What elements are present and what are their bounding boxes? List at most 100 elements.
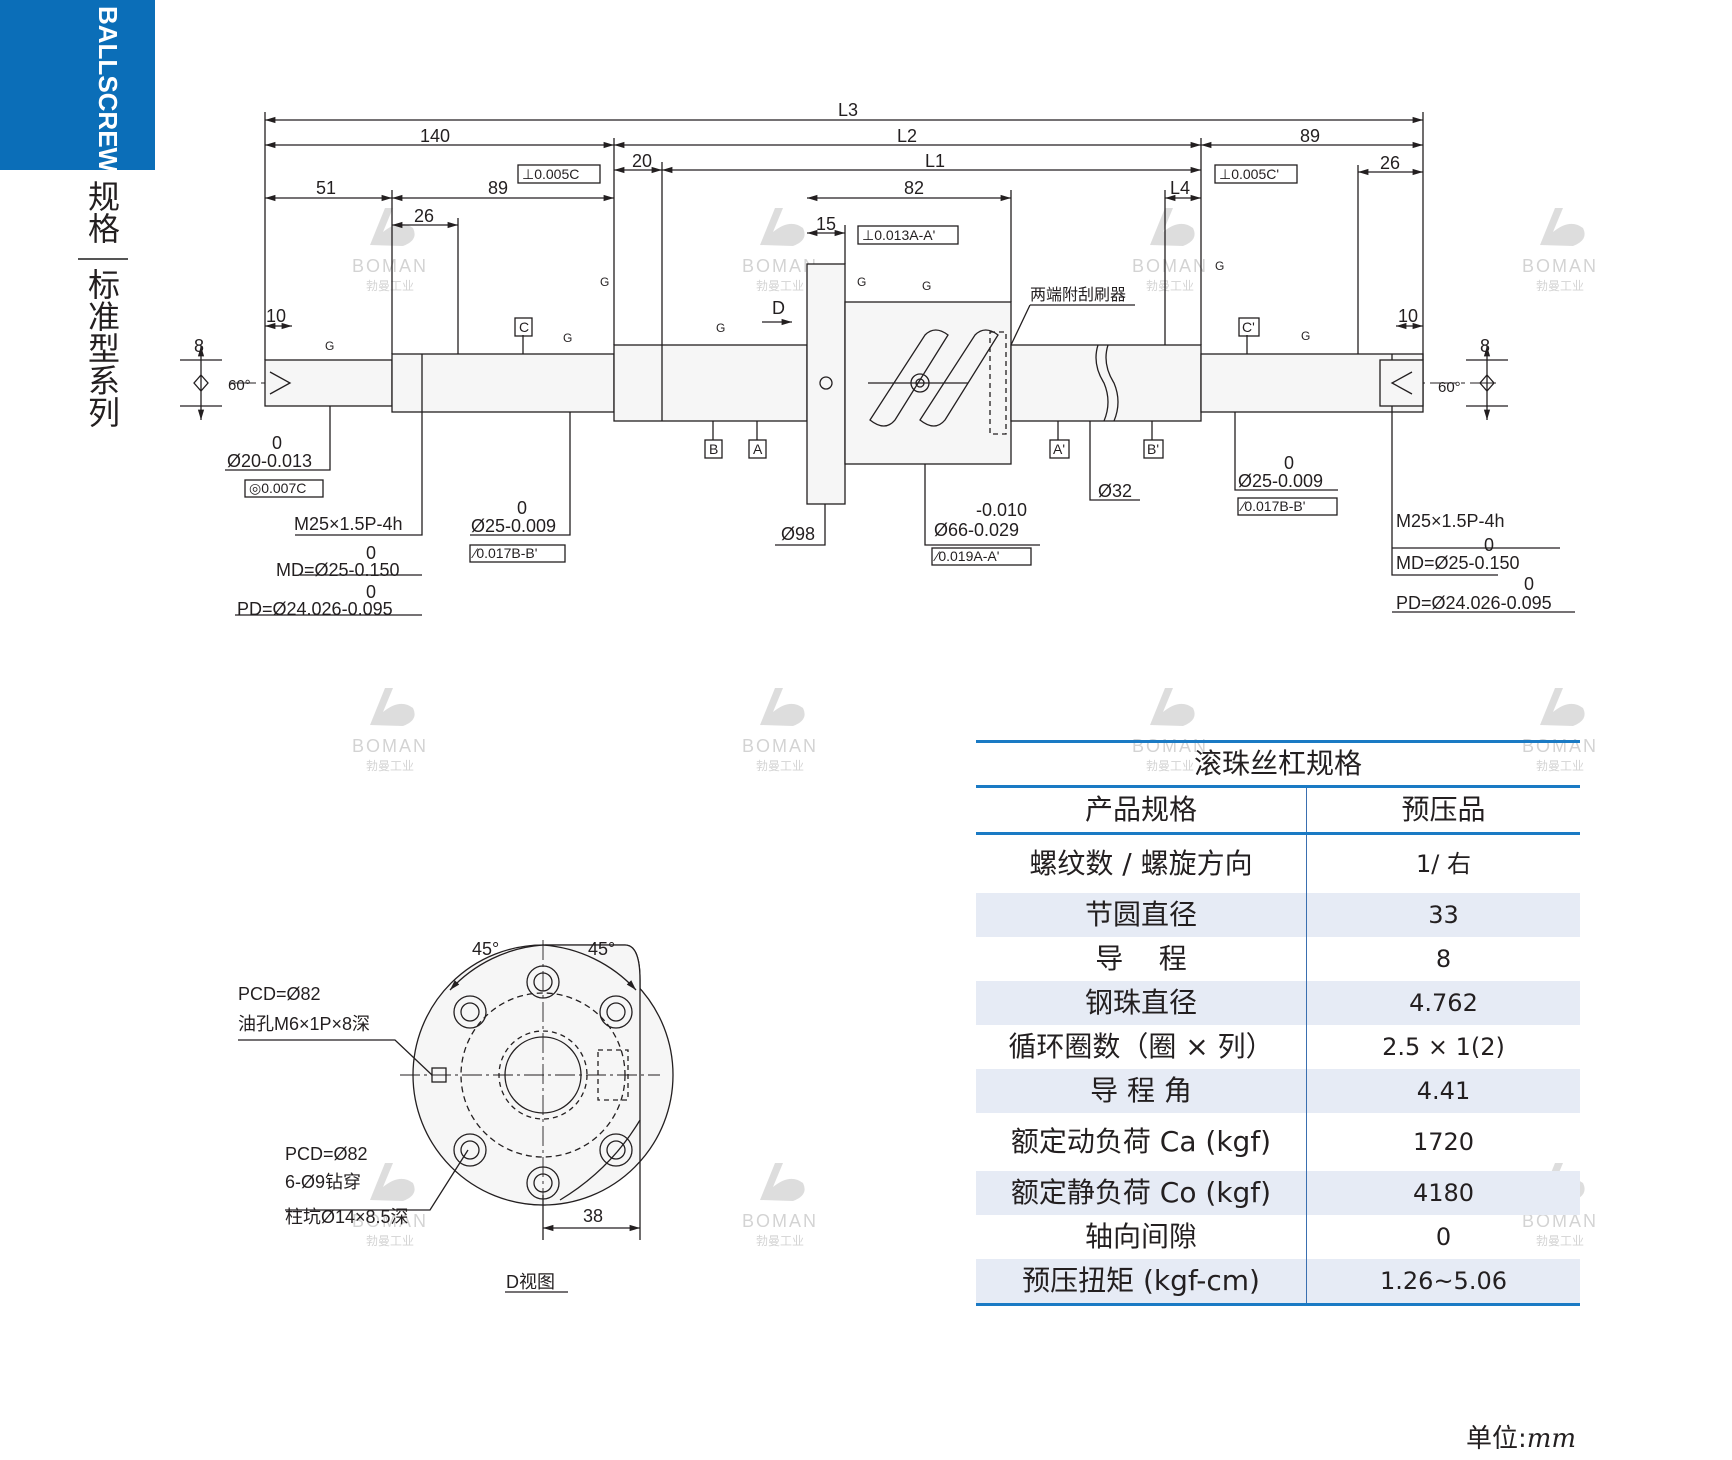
shaft-dia: Ø32 — [1098, 481, 1132, 501]
left-md: MD=Ø25-0.150 — [276, 560, 400, 580]
surface-g: G — [1215, 259, 1224, 273]
dim-82: 82 — [904, 178, 924, 198]
surface-g: G — [922, 279, 931, 293]
flange-dia: Ø98 — [781, 524, 815, 544]
angle-right: 60° — [1438, 379, 1461, 396]
bearing-right-dia: Ø25-0.009 — [1238, 471, 1323, 491]
surface-g: G — [857, 275, 866, 289]
dview-caption: D视图 — [506, 1272, 555, 1292]
boman-logo-icon — [1540, 688, 1585, 726]
surface-g: G — [600, 275, 609, 289]
surface-g: G — [563, 331, 572, 345]
table-row: 钢珠直径 4.762 — [976, 981, 1580, 1025]
right-md: MD=Ø25-0.150 — [1396, 553, 1520, 573]
left-pd-tol: 0 — [366, 582, 376, 602]
unit-label: 单位:mm — [1466, 1424, 1577, 1454]
boman-logo-icon — [760, 208, 805, 246]
dview-counterbore: 柱坑Ø14×8.5深 — [285, 1207, 409, 1227]
nut-tol: -0.010 — [976, 500, 1027, 520]
left-thread: M25×1.5P-4h — [294, 514, 403, 534]
datum-a-prime: A' — [1053, 441, 1065, 457]
datum-b-prime: B' — [1147, 441, 1159, 457]
sidebar-title-top: 规格 — [83, 180, 121, 244]
spec-table: 滚珠丝杠规格 产品规格 预压品 螺纹数 / 螺旋方向 1/ 右 节圆直径 33 … — [976, 740, 1580, 1306]
datum-c: C — [519, 319, 529, 335]
dview-dim-38: 38 — [583, 1206, 603, 1226]
table-row: 预压扭矩 (kgf-cm) 1.26~5.06 — [976, 1259, 1580, 1306]
dim-26-right: 26 — [1380, 153, 1400, 173]
dim-51: 51 — [316, 178, 336, 198]
datum-a: A — [753, 441, 763, 457]
left-md-tol: 0 — [366, 543, 376, 563]
table-row: 额定静负荷 Co (kgf) 4180 — [976, 1171, 1580, 1215]
surface-g: G — [325, 339, 334, 353]
gtol-perp-c: ⊥0.005C — [522, 166, 579, 182]
right-thread: M25×1.5P-4h — [1396, 511, 1505, 531]
category-code: BALLSCREWS — [93, 6, 123, 190]
view-d-marker: D — [772, 298, 785, 318]
wiper-note: 两端附刮刷器 — [1030, 286, 1126, 304]
right-pd: PD=Ø24.026-0.095 — [1396, 593, 1552, 613]
dim-8-left: 8 — [194, 336, 204, 356]
bearing-left-dia: Ø25-0.009 — [471, 516, 556, 536]
gtol-runout-bb-left: ⁄0.017B-B' — [471, 545, 537, 561]
dview-pcd-2: PCD=Ø82 — [285, 1144, 368, 1164]
surface-g: G — [1301, 329, 1310, 343]
left-end-dia: Ø20-0.013 — [227, 451, 312, 471]
dim-l1: L1 — [925, 151, 945, 171]
dview-oil-hole: 油孔M6×1P×8深 — [238, 1014, 370, 1034]
table-row: 额定动负荷 Ca (kgf) 1720 — [976, 1113, 1580, 1171]
gtol-conc-c: ◎0.007C — [249, 480, 306, 496]
left-end-tol: 0 — [272, 433, 282, 453]
boman-logo-icon — [1540, 208, 1585, 246]
boman-logo-icon — [370, 1163, 415, 1201]
datum-c-prime: C' — [1242, 319, 1255, 335]
dim-20: 20 — [632, 151, 652, 171]
angle-left: 60° — [228, 377, 251, 394]
dim-l2: L2 — [897, 126, 917, 146]
dim-140: 140 — [420, 126, 450, 146]
bearing-left-tol: 0 — [517, 498, 527, 518]
dim-26-left: 26 — [414, 206, 434, 226]
boman-logo-icon — [760, 1163, 805, 1201]
spec-table-header: 产品规格 预压品 — [976, 788, 1580, 835]
dview-pcd-1: PCD=Ø82 — [238, 984, 321, 1004]
table-row: 循环圈数（圈 × 列） 2.5 × 1(2) — [976, 1025, 1580, 1069]
table-row: 导 程 8 — [976, 937, 1580, 981]
dim-15: 15 — [816, 214, 836, 234]
dview-angle-1: 45° — [472, 939, 499, 959]
sidebar-banner — [0, 0, 155, 170]
dview-holes: 6-Ø9钻穿 — [285, 1172, 361, 1192]
nut-dia: Ø66-0.029 — [934, 520, 1019, 540]
boman-logo-icon — [370, 688, 415, 726]
table-row: 节圆直径 33 — [976, 893, 1580, 937]
dim-8-right: 8 — [1480, 336, 1490, 356]
dview-angle-2: 45° — [588, 939, 615, 959]
dim-89-right: 89 — [1300, 126, 1320, 146]
bearing-right-tol: 0 — [1284, 453, 1294, 473]
surface-g: G — [716, 321, 725, 335]
sidebar-divider — [78, 258, 128, 260]
table-row: 轴向间隙 0 — [976, 1215, 1580, 1259]
right-pd-tol: 0 — [1524, 574, 1534, 594]
spec-table-title: 滚珠丝杠规格 — [976, 743, 1580, 788]
gtol-perp-aa: ⊥0.013A-A' — [862, 227, 935, 243]
boman-logo-icon — [1150, 688, 1195, 726]
left-pd: PD=Ø24.026-0.095 — [237, 599, 393, 619]
dim-10-left: 10 — [266, 306, 286, 326]
boman-logo-icon — [1150, 208, 1195, 246]
dim-89-left: 89 — [488, 178, 508, 198]
gtol-perp-cp: ⊥0.005C' — [1219, 166, 1279, 182]
table-row: 导 程 角 4.41 — [976, 1069, 1580, 1113]
table-row: 螺纹数 / 螺旋方向 1/ 右 — [976, 835, 1580, 893]
sidebar-title-bottom: 标准型系列 — [83, 268, 121, 428]
dim-10-right: 10 — [1398, 306, 1418, 326]
gtol-runout-aa: ⁄0.019A-A' — [933, 548, 999, 564]
